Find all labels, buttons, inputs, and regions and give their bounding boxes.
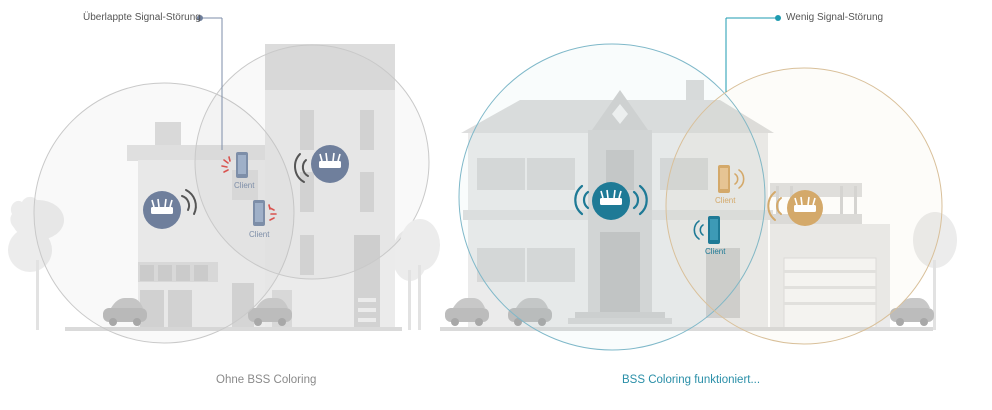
smartphone-icon bbox=[718, 165, 730, 193]
callout-line-left bbox=[197, 15, 223, 150]
callout-overlap-interference: Überlappte Signal-Störung bbox=[83, 12, 201, 23]
interference-icon bbox=[268, 204, 277, 221]
wifi-wave-icon bbox=[767, 191, 782, 221]
left-house bbox=[127, 122, 272, 330]
smartphone-icon bbox=[236, 152, 248, 178]
wifi-wave-icon bbox=[181, 189, 197, 215]
client-label: Client bbox=[249, 230, 270, 239]
smartphone-icon bbox=[708, 216, 720, 244]
caption-bss-coloring-works: BSS Coloring funktioniert... bbox=[622, 374, 761, 386]
tree-left bbox=[400, 219, 440, 330]
wifi-wave-icon bbox=[294, 153, 309, 183]
client-label: Client bbox=[705, 247, 726, 256]
caption-without-bss-coloring: Ohne BSS Coloring bbox=[216, 374, 317, 386]
client-label: Client bbox=[715, 196, 736, 205]
interference-icon bbox=[221, 156, 231, 173]
smartphone-icon bbox=[253, 200, 265, 226]
ground-line bbox=[65, 327, 402, 331]
router-icon bbox=[311, 145, 349, 183]
left-scene bbox=[8, 15, 430, 344]
router-icon bbox=[787, 190, 823, 226]
tree-left bbox=[8, 200, 64, 330]
router-icon bbox=[592, 182, 630, 220]
right-scene bbox=[400, 15, 957, 351]
router-icon bbox=[143, 191, 181, 229]
callout-low-interference: Wenig Signal-Störung bbox=[786, 12, 884, 23]
client-label: Client bbox=[234, 181, 255, 190]
tall-building bbox=[265, 44, 395, 330]
wifi-wave-icon bbox=[693, 220, 704, 240]
ground-line bbox=[440, 327, 933, 331]
garage bbox=[770, 183, 890, 331]
wifi-wave-icon bbox=[574, 184, 648, 216]
tree-right bbox=[913, 212, 957, 330]
wifi-wave-icon bbox=[734, 169, 745, 189]
callout-line-right bbox=[725, 15, 781, 92]
